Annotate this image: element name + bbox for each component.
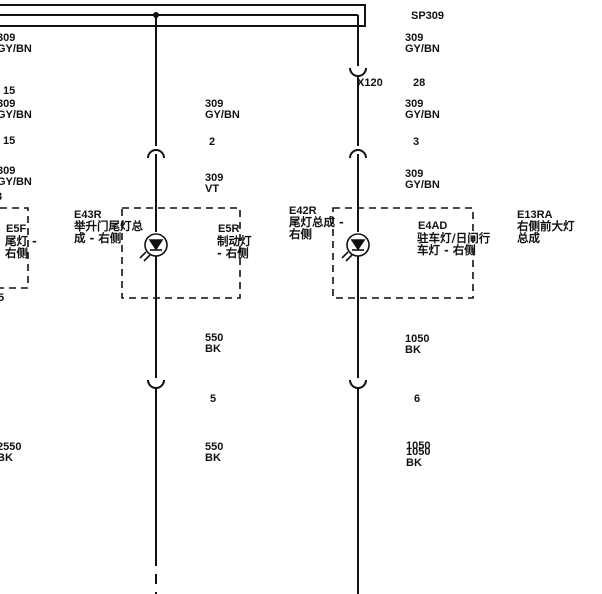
wire-color: GY/BN: [405, 43, 440, 55]
circuit-number: 309: [0, 165, 15, 177]
circuit-number: 1050: [405, 333, 429, 345]
pin-number: 3: [0, 191, 2, 203]
lamp-id: E5R: [218, 223, 239, 235]
component-name: 尾灯总成 -: [288, 215, 344, 229]
circuit-number: 2550: [0, 441, 21, 453]
pin-number: 2: [209, 136, 215, 148]
lamp-icon: [341, 233, 370, 262]
pin-number: 3: [413, 136, 419, 148]
component-box-e5f: [0, 207, 29, 289]
circuit-number: 309: [205, 172, 223, 184]
wire-2: [349, 15, 367, 594]
component-name: 右侧: [4, 246, 28, 260]
component-id: E13RA: [517, 209, 553, 221]
component-name: 总成: [517, 231, 540, 245]
wire-1: [147, 15, 165, 594]
wire-color: GY/BN: [0, 43, 32, 55]
lamp-id: E4AD: [418, 220, 447, 232]
wire-color: GY/BN: [0, 109, 32, 121]
circuit-number: 1050: [406, 446, 430, 458]
splice-bus: [0, 4, 366, 27]
component-id: E5F: [6, 223, 26, 235]
wire-color: BK: [205, 343, 221, 355]
lamp-name: 车灯 - 右侧: [417, 243, 476, 257]
lamp-icon: [139, 233, 168, 262]
splice-id: SP309: [411, 10, 444, 22]
pin-number: 6: [414, 393, 420, 405]
component-name: 尾灯 -: [4, 234, 37, 248]
component-name: 成 - 右侧: [74, 231, 121, 245]
wire-color: GY/BN: [205, 109, 240, 121]
circuit-number: 550: [205, 441, 223, 453]
pin-number: 5: [210, 393, 216, 405]
wire-color: BK: [0, 452, 13, 464]
component-id: E42R: [289, 205, 317, 217]
component-box-e42r: [332, 207, 474, 299]
wire-color: BK: [205, 452, 221, 464]
circuit-number: 309: [205, 98, 223, 110]
circuit-number: 309: [405, 98, 423, 110]
pin-number: 15: [3, 135, 15, 147]
wire-color: GY/BN: [0, 176, 32, 188]
wire-color: BK: [405, 344, 421, 356]
pin-number: 28: [413, 77, 425, 89]
wire-color: BK: [406, 457, 422, 469]
lamp-name: 制动灯: [217, 234, 252, 248]
component-name: 右侧前大灯: [516, 219, 575, 233]
lamp-name: - 右侧: [217, 246, 249, 260]
circuit-number: 309: [0, 32, 15, 44]
circuit-number: 309: [405, 32, 423, 44]
lamp-name: 驻车灯/日间行: [417, 231, 491, 245]
wire-color: GY/BN: [405, 179, 440, 191]
component-name: 右侧: [288, 227, 312, 241]
circuit-number: 309: [405, 168, 423, 180]
wire-color: VT: [205, 183, 219, 195]
component-box-e43r: [121, 207, 241, 299]
circuit-number: 550: [205, 332, 223, 344]
circuit-number: 309: [0, 98, 15, 110]
wire-color: GY/BN: [405, 109, 440, 121]
connector-id: X120: [357, 77, 383, 89]
pin-number: 15: [3, 85, 15, 97]
component-name: 举升门尾灯总: [73, 219, 143, 233]
circuit-number: 1050: [406, 440, 430, 452]
pin-number: 5: [0, 292, 4, 304]
component-id: E43R: [74, 209, 102, 221]
